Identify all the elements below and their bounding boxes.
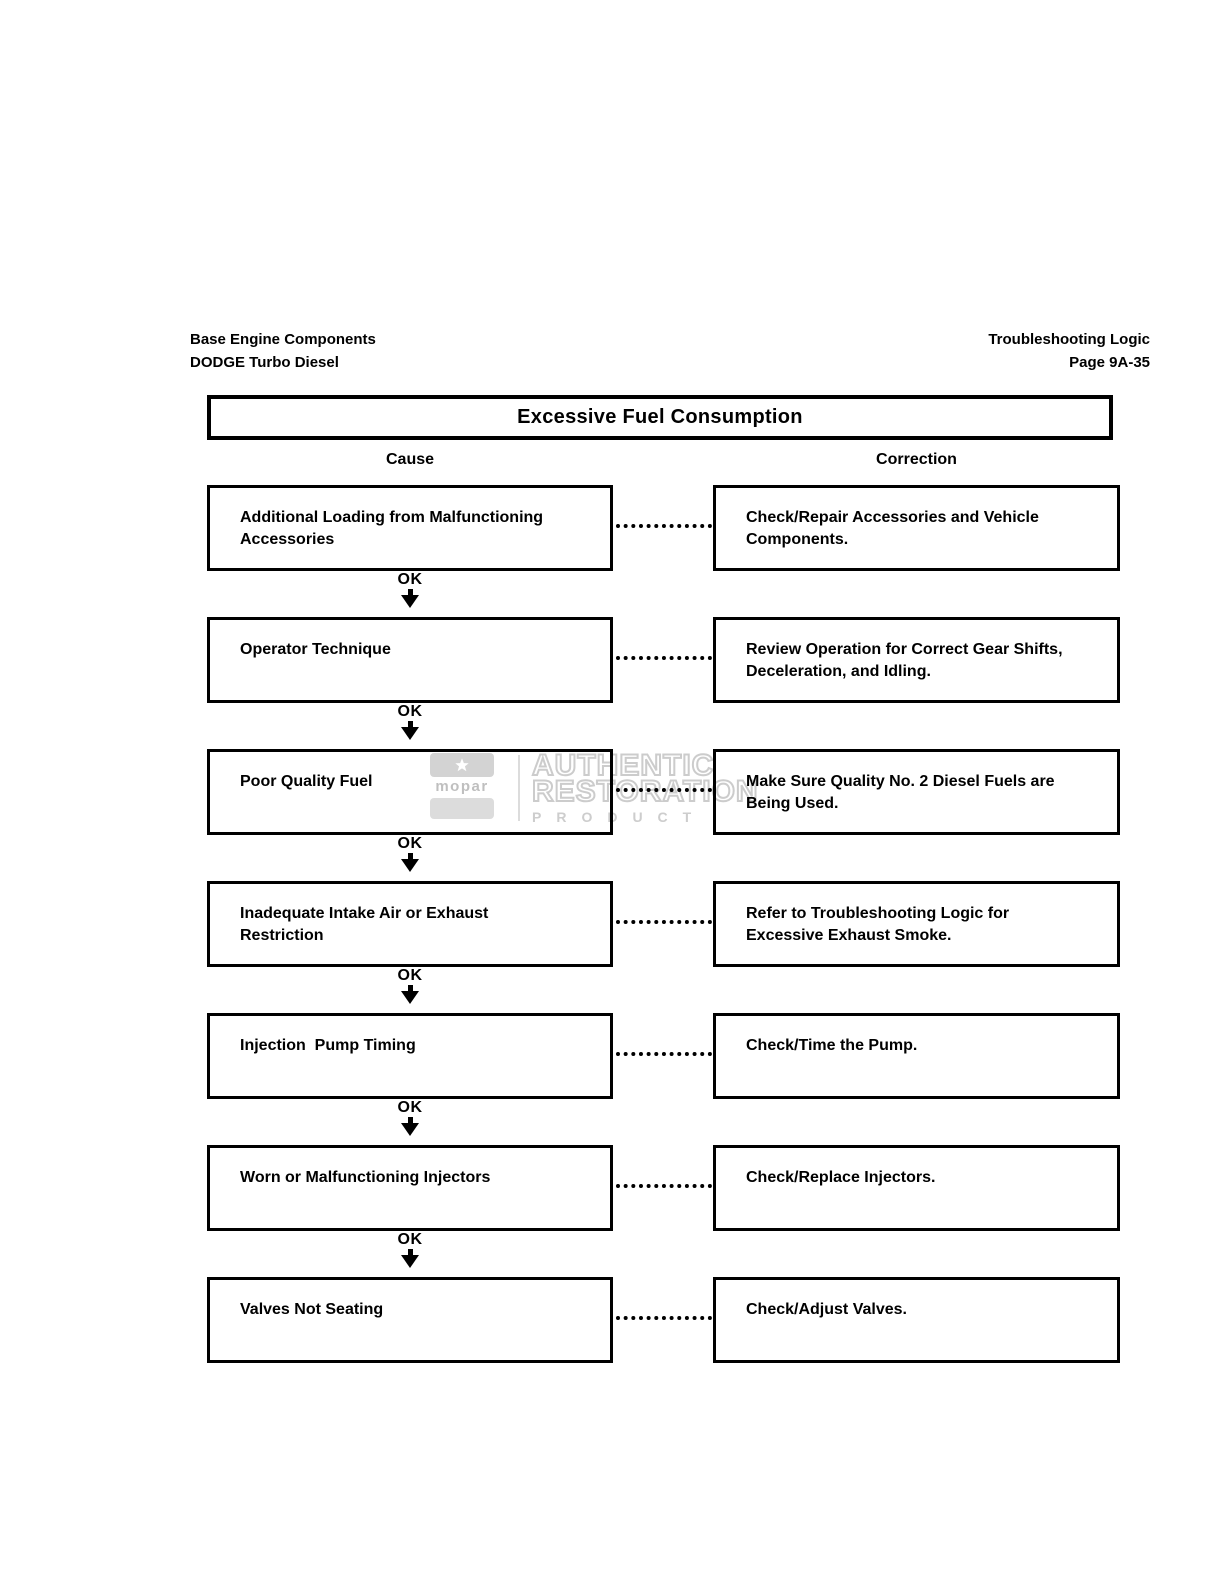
ok-connector: OK	[370, 967, 450, 1004]
cause-text: Valves Not Seating	[240, 1301, 384, 1318]
correction-column-header: Correction	[876, 451, 957, 468]
cause-text: Worn or Malfunctioning Injectors	[240, 1169, 491, 1186]
correction-text: Check/Repair Accessories and Vehicle Com…	[746, 509, 1044, 548]
ok-connector: OK	[370, 571, 450, 608]
down-arrow-icon	[407, 721, 413, 727]
watermark-divider	[518, 755, 520, 821]
mopar-logo-block	[430, 798, 494, 819]
cause-box: Worn or Malfunctioning Injectors	[207, 1145, 613, 1231]
ok-label: OK	[397, 967, 423, 984]
correction-text: Review Operation for Correct Gear Shifts…	[746, 641, 1067, 680]
header-doc-model: DODGE Turbo Diesel	[190, 354, 339, 371]
ok-label: OK	[397, 1231, 423, 1248]
cause-text: Injection Pump Timing	[240, 1037, 416, 1054]
ok-label: OK	[397, 571, 423, 588]
down-arrow-head-icon	[401, 595, 419, 608]
down-arrow-icon	[407, 589, 413, 595]
correction-text: Check/Adjust Valves.	[746, 1301, 907, 1318]
down-arrow-head-icon	[401, 727, 419, 740]
cause-box: Inadequate Intake Air or Exhaust Restric…	[207, 881, 613, 967]
header-doc-type: Troubleshooting Logic	[988, 331, 1150, 348]
ok-label: OK	[397, 835, 423, 852]
correction-box: Review Operation for Correct Gear Shifts…	[713, 617, 1120, 703]
dashed-connector	[616, 524, 712, 528]
ok-connector: OK	[370, 835, 450, 872]
dashed-connector	[616, 1184, 712, 1188]
header-doc-section: Base Engine Components	[190, 331, 376, 348]
header-page-number: Page 9A-35	[1069, 354, 1150, 371]
correction-box: Make Sure Quality No. 2 Diesel Fuels are…	[713, 749, 1120, 835]
ok-label: OK	[397, 1099, 423, 1116]
correction-text: Check/Time the Pump.	[746, 1037, 918, 1054]
dashed-connector	[616, 1316, 712, 1320]
cause-column-header: Cause	[385, 451, 435, 468]
correction-box: Check/Replace Injectors.	[713, 1145, 1120, 1231]
cause-text: Inadequate Intake Air or Exhaust Restric…	[240, 905, 493, 944]
dashed-connector	[616, 920, 712, 924]
cause-box: Valves Not Seating	[207, 1277, 613, 1363]
down-arrow-head-icon	[401, 1255, 419, 1268]
cause-text: Operator Technique	[240, 641, 391, 658]
flowchart-title: Excessive Fuel Consumption	[517, 406, 803, 428]
pentastar-icon	[430, 753, 494, 777]
ok-connector: OK	[370, 1231, 450, 1268]
cause-text: Additional Loading from Malfunctioning A…	[240, 509, 547, 548]
ok-connector: OK	[370, 703, 450, 740]
down-arrow-head-icon	[401, 859, 419, 872]
down-arrow-icon	[407, 985, 413, 991]
mopar-wordmark: mopar	[435, 778, 489, 795]
mopar-logo: mopar	[430, 753, 494, 819]
ok-connector: OK	[370, 1099, 450, 1136]
correction-text: Refer to Troubleshooting Logic for Exces…	[746, 905, 1014, 944]
down-arrow-head-icon	[401, 1123, 419, 1136]
correction-box: Check/Time the Pump.	[713, 1013, 1120, 1099]
down-arrow-icon	[407, 853, 413, 859]
cause-box: Additional Loading from Malfunctioning A…	[207, 485, 613, 571]
dashed-connector	[616, 656, 712, 660]
correction-box: Check/Repair Accessories and Vehicle Com…	[713, 485, 1120, 571]
correction-text: Check/Replace Injectors.	[746, 1169, 936, 1186]
cause-box: Operator Technique	[207, 617, 613, 703]
cause-box: Poor Quality Fuel	[207, 749, 613, 835]
ok-label: OK	[397, 703, 423, 720]
dashed-connector	[616, 788, 712, 792]
watermark-line1: AUTHENTIC	[531, 749, 715, 782]
correction-box: Check/Adjust Valves.	[713, 1277, 1120, 1363]
cause-text: Poor Quality Fuel	[240, 773, 373, 790]
header-left: Base Engine Components DODGE Turbo Diese…	[190, 328, 376, 374]
cause-box: Injection Pump Timing	[207, 1013, 613, 1099]
dashed-connector	[616, 1052, 712, 1056]
correction-box: Refer to Troubleshooting Logic for Exces…	[713, 881, 1120, 967]
header-right: Troubleshooting Logic Page 9A-35	[988, 328, 1150, 374]
down-arrow-head-icon	[401, 991, 419, 1004]
flowchart-title-box: Excessive Fuel Consumption	[207, 395, 1113, 440]
correction-text: Make Sure Quality No. 2 Diesel Fuels are…	[746, 773, 1060, 812]
down-arrow-icon	[407, 1249, 413, 1255]
down-arrow-icon	[407, 1117, 413, 1123]
